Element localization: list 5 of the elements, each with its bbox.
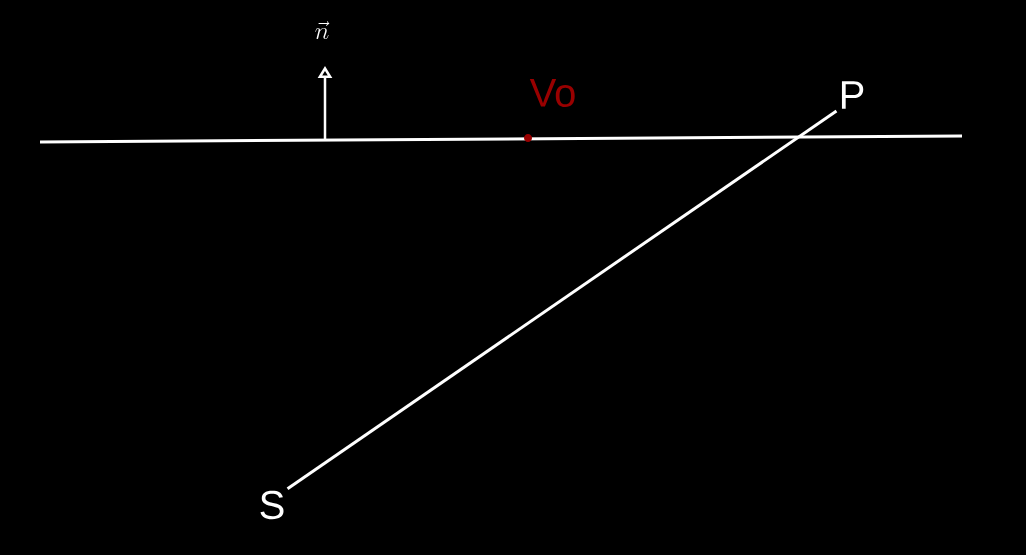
line-segment xyxy=(286,109,838,490)
point-label: S xyxy=(260,490,284,520)
point-label: P xyxy=(841,81,864,109)
point-label: Vo xyxy=(529,79,575,107)
vector-label: $\vec{n}$ xyxy=(315,21,330,40)
